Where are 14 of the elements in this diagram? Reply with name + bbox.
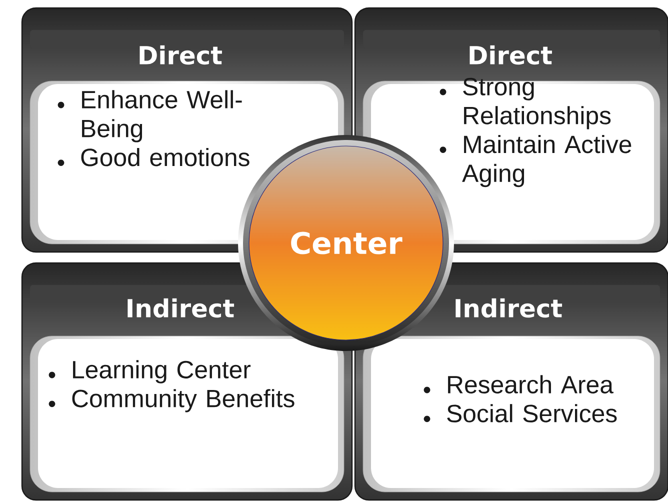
panel bbox=[21, 262, 353, 501]
bullet-item: Learning Center bbox=[73, 360, 251, 384]
bullet-item: Community Benefits bbox=[72, 389, 294, 412]
panel-heading: Direct bbox=[140, 45, 222, 65]
bullet-item: Strong Relationships bbox=[463, 78, 611, 130]
bullet-item: Enhance Well-Being bbox=[82, 90, 242, 142]
panel-heading: Indirect bbox=[456, 298, 562, 318]
panel bbox=[354, 262, 668, 501]
bullet-item: Good emotions bbox=[81, 148, 250, 166]
bullet-item: Maintain Active Aging bbox=[462, 134, 632, 188]
bullet-item: Social Services bbox=[447, 404, 617, 422]
panel-heading: Direct bbox=[470, 45, 552, 65]
panel-heading: Indirect bbox=[128, 298, 234, 318]
bullet-item: Research Area bbox=[448, 375, 614, 394]
